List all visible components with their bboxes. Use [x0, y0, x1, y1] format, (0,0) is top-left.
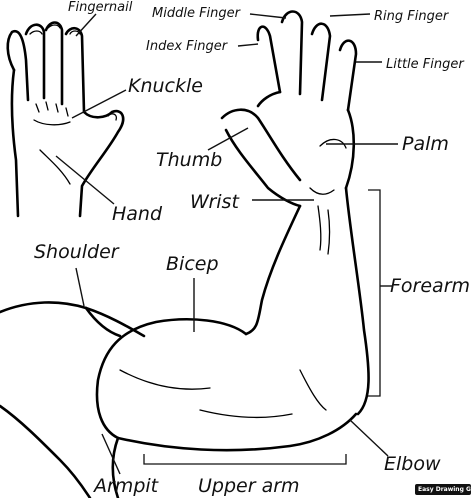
thumb-leader	[207, 127, 249, 151]
wrist-label: Wrist	[190, 191, 240, 213]
shoulder-label: Shoulder	[34, 241, 120, 263]
knuckle-leader	[71, 89, 127, 119]
knuckle-label: Knuckle	[128, 75, 203, 97]
watermark-text: Easy Drawing Guides	[418, 486, 474, 493]
forearm-label: Forearm	[390, 275, 470, 297]
large-arm-drawing	[0, 10, 370, 498]
bicep-label: Bicep	[166, 253, 219, 275]
armpit-label: Armpit	[92, 475, 160, 497]
middle-finger-leader	[249, 13, 287, 19]
elbow-label: Elbow	[384, 453, 441, 475]
elbow-leader	[349, 419, 389, 457]
upper-arm-bracket	[143, 454, 347, 465]
upper-arm-label: Upper arm	[198, 475, 300, 497]
fingernail-label: Fingernail	[68, 0, 133, 15]
small-hand-drawing	[6, 21, 125, 218]
little-finger-label: Little Finger	[386, 57, 465, 72]
index-finger-leader	[237, 43, 259, 47]
palm-label: Palm	[402, 133, 449, 155]
hand-leader	[55, 155, 115, 205]
fingernail-leader	[75, 13, 97, 37]
middle-finger-label: Middle Finger	[152, 6, 242, 21]
index-finger-label: Index Finger	[146, 39, 229, 54]
armpit-leader	[101, 433, 121, 475]
shoulder-leader	[75, 267, 85, 307]
thumb-label: Thumb	[156, 149, 222, 171]
forearm-bracket	[368, 189, 381, 397]
ring-finger-leader	[329, 13, 371, 17]
hand-label: Hand	[112, 203, 163, 225]
ring-finger-label: Ring Finger	[374, 9, 450, 24]
watermark-badge: Easy Drawing Guides	[415, 484, 474, 495]
